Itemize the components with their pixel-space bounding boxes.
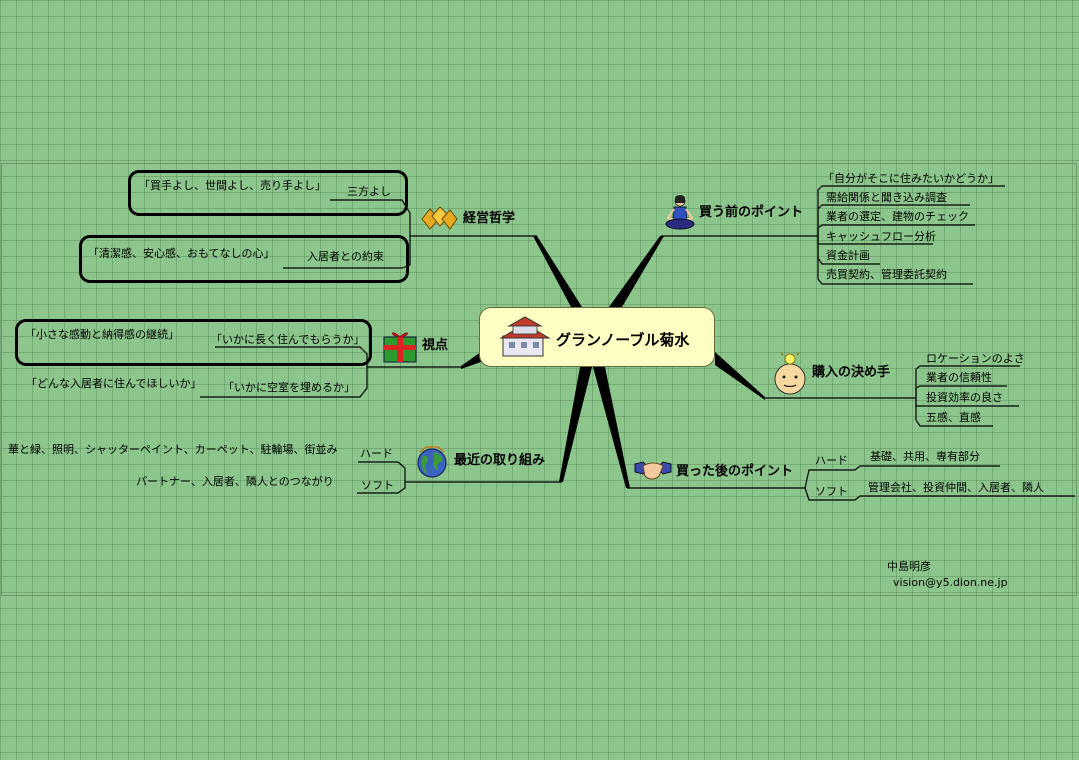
philosophy-label[interactable]: 経営哲学 [463, 211, 516, 226]
central-label: グランノーブル菊水 [556, 331, 690, 349]
viewpoint-item-1-label[interactable]: 「いかに長く住んでもらうか」 [211, 333, 365, 346]
philosophy-box-2 [79, 235, 409, 283]
meditation-icon [665, 195, 695, 230]
diagram-frame [1, 163, 1077, 596]
before-item-6[interactable]: 売買契約、管理委託契約 [826, 268, 947, 281]
recent-item-1-detail: 華と緑、照明、シャッターペイント、カーペット、駐輪場、街並み [8, 443, 338, 456]
gift-icon [383, 332, 417, 363]
spoke-decision [715, 352, 765, 400]
before-item-4[interactable]: キャッシュフロー分析 [826, 230, 936, 243]
after-item-2-detail: 管理会社、投資仲間、入居者、隣人 [868, 481, 1044, 494]
before-label[interactable]: 買う前のポイント [699, 205, 804, 220]
recent-item-2-label[interactable]: ソフト [361, 479, 394, 492]
philosophy-item-1-detail: 「買手よし、世間よし、売り手よし」 [139, 179, 326, 192]
castle-icon [499, 316, 551, 357]
spoke-philosophy [533, 236, 582, 307]
after-item-2-label[interactable]: ソフト [815, 485, 848, 498]
diamond-icon [421, 206, 458, 230]
philosophy-item-2-detail: 「清潔感、安心感、おもてなしの心」 [88, 247, 275, 260]
philosophy-item-1-label[interactable]: 三方よし [347, 185, 391, 198]
before-item-5[interactable]: 資金計画 [826, 249, 870, 262]
philosophy-box-1 [128, 170, 408, 216]
author-name: 中島明彦 [887, 560, 931, 573]
after-item-1-detail: 基礎、共用、専有部分 [870, 450, 980, 463]
before-item-3[interactable]: 業者の選定、建物のチェック [826, 210, 969, 223]
central-node[interactable] [479, 307, 715, 367]
viewpoint-item-2-label[interactable]: 「いかに空室を埋めるか」 [223, 381, 355, 394]
decision-item-1[interactable]: ロケーションのよさ [926, 352, 1025, 365]
spoke-after [593, 367, 630, 488]
after-label[interactable]: 買った後のポイント [676, 464, 794, 479]
viewpoint-label[interactable]: 視点 [422, 338, 449, 353]
decision-label[interactable]: 購入の決め手 [812, 365, 891, 380]
spoke-viewpoint [461, 352, 481, 369]
recent-item-1-label[interactable]: ハード [360, 447, 393, 460]
globe-icon [417, 446, 447, 478]
viewpoint-box-1 [15, 319, 372, 366]
viewpoint-item-2-detail: 「どんな入居者に住んでほしいか」 [26, 377, 202, 390]
decision-item-2[interactable]: 業者の信頼性 [926, 371, 992, 384]
spoke-before [609, 236, 664, 307]
after-item-1-label[interactable]: ハード [815, 454, 848, 467]
spoke-recent [559, 367, 592, 482]
before-item-1[interactable]: 「自分がそこに住みたいかどうか」 [823, 172, 999, 185]
before-item-2[interactable]: 需給関係と聞き込み調査 [826, 191, 947, 204]
viewpoint-item-1-detail: 「小さな感動と納得感の継続」 [25, 328, 179, 341]
handshake-icon [634, 461, 672, 480]
decision-item-3[interactable]: 投資効率の良さ [926, 391, 1003, 404]
recent-item-2-detail: パートナー、入居者、隣人とのつながり [136, 475, 334, 488]
author-email[interactable]: vision@y5.dion.ne.jp [893, 576, 1008, 589]
idea-face-icon [774, 352, 806, 395]
recent-label[interactable]: 最近の取り組み [454, 453, 546, 468]
decision-item-4[interactable]: 五感、直感 [926, 411, 981, 424]
philosophy-item-2-label[interactable]: 入居者との約束 [307, 250, 384, 263]
